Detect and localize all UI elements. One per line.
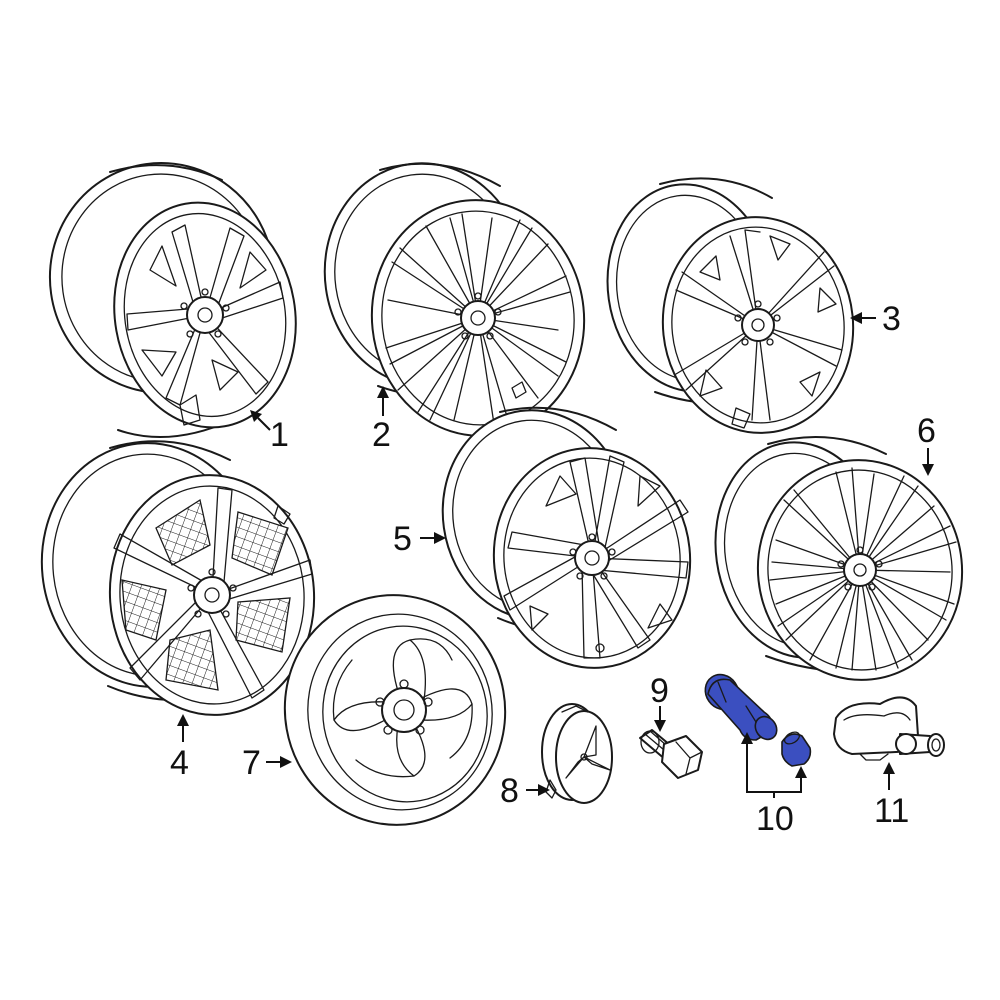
callout-10: 10 bbox=[756, 800, 794, 838]
wheel-7-icon[interactable] bbox=[267, 578, 524, 843]
wheel-4-icon[interactable] bbox=[30, 432, 322, 721]
wheel-1-icon[interactable] bbox=[35, 149, 313, 442]
lug-bolt-icon[interactable] bbox=[639, 729, 703, 779]
callout-2: 2 bbox=[372, 416, 391, 454]
callout-8: 8 bbox=[500, 772, 519, 810]
callout-5: 5 bbox=[393, 520, 412, 558]
leader-lines bbox=[177, 312, 934, 798]
callout-1: 1 bbox=[270, 416, 289, 454]
callout-7: 7 bbox=[242, 744, 261, 782]
callout-6: 6 bbox=[917, 412, 936, 450]
wheel-3-icon[interactable] bbox=[594, 174, 863, 443]
tpms-sensor-icon[interactable] bbox=[833, 696, 945, 761]
wheel-6-icon[interactable] bbox=[702, 431, 973, 690]
callout-3: 3 bbox=[882, 300, 901, 338]
callout-9: 9 bbox=[650, 672, 669, 710]
callout-11: 11 bbox=[874, 792, 909, 830]
valve-stem-icon[interactable] bbox=[699, 668, 812, 767]
wheel-5-icon[interactable] bbox=[429, 398, 701, 677]
wheel-2-icon[interactable] bbox=[310, 150, 595, 446]
callout-4: 4 bbox=[170, 744, 189, 782]
center-cap-icon[interactable] bbox=[541, 703, 613, 804]
